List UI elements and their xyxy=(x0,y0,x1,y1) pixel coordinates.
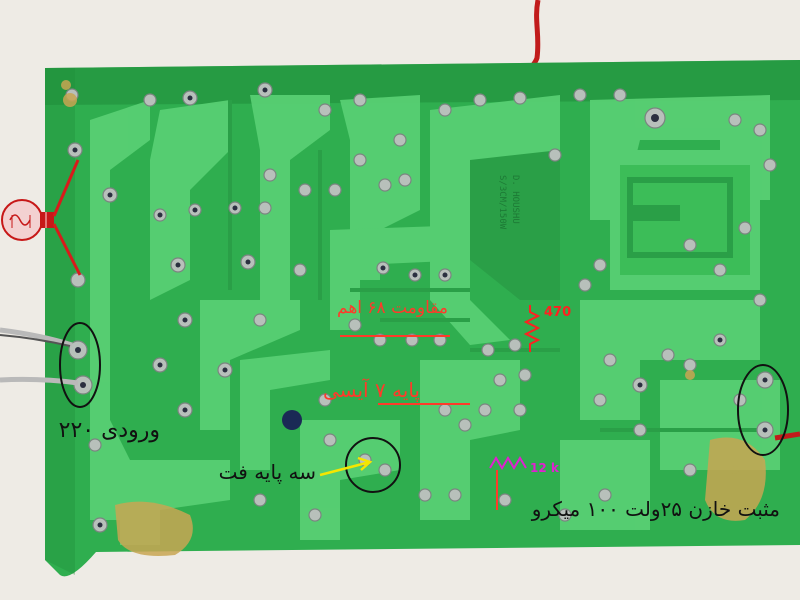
flux-residue xyxy=(61,80,766,556)
capacitor-label: مثبت خازن ۲۵ولت ۱۰۰ میکرو xyxy=(531,497,780,521)
silk-text-2: S/3CM/150W xyxy=(497,175,507,230)
input-220-label: ورودی ۲۲۰ xyxy=(58,418,160,443)
resistor-470-symbol xyxy=(523,305,541,352)
bulb-leads xyxy=(52,159,82,276)
light-bulb-icon xyxy=(1,199,54,241)
silk-text-1: D. HOUSHU xyxy=(510,175,520,224)
output-ellipse xyxy=(737,364,789,456)
ic-pin7-label: پایه ۷ آیسی xyxy=(322,378,420,402)
input-wires xyxy=(0,327,79,386)
resistor-12k-label: 12 k xyxy=(530,461,559,475)
fet-circle xyxy=(345,437,401,493)
resistor-470-label: 470 xyxy=(544,305,572,320)
output-wire xyxy=(774,431,800,441)
input-ellipse xyxy=(59,322,101,408)
solder-pads xyxy=(65,82,777,533)
mounting-hole xyxy=(282,410,302,430)
arrow-icon xyxy=(319,456,373,477)
red-guide-lines xyxy=(340,335,470,405)
drill-holes xyxy=(72,87,768,528)
fet-3pin-label: سه پایه فت xyxy=(218,460,316,484)
resistor-12k-symbol xyxy=(489,456,527,470)
silk-area xyxy=(470,150,560,300)
resistor-68-label: مقاومت ۶۸ اهم xyxy=(337,298,448,318)
